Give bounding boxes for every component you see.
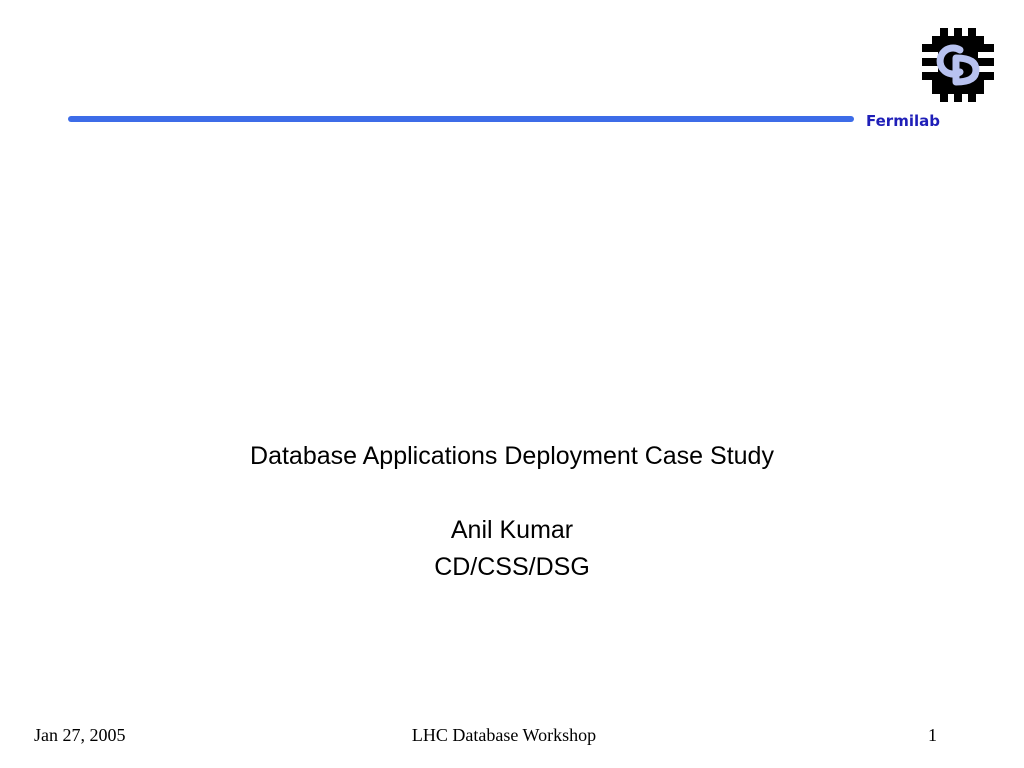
page-number: 1 — [928, 725, 937, 745]
header-rule — [68, 116, 854, 122]
slide-title: Database Applications Deployment Case St… — [250, 442, 774, 470]
content-spacer — [0, 475, 1024, 512]
slide-content: Database Applications Deployment Case St… — [0, 438, 1024, 586]
author-name: Anil Kumar — [450, 516, 574, 544]
department: CD/CSS/DSG — [434, 553, 590, 581]
footer-date: Jan 27, 2005 — [34, 725, 126, 745]
footer-event: LHC Database Workshop — [411, 725, 597, 745]
logo-letter-d — [952, 54, 980, 86]
organization-name: Fermilab — [866, 112, 940, 130]
fermilab-cd-logo-icon — [922, 28, 994, 102]
